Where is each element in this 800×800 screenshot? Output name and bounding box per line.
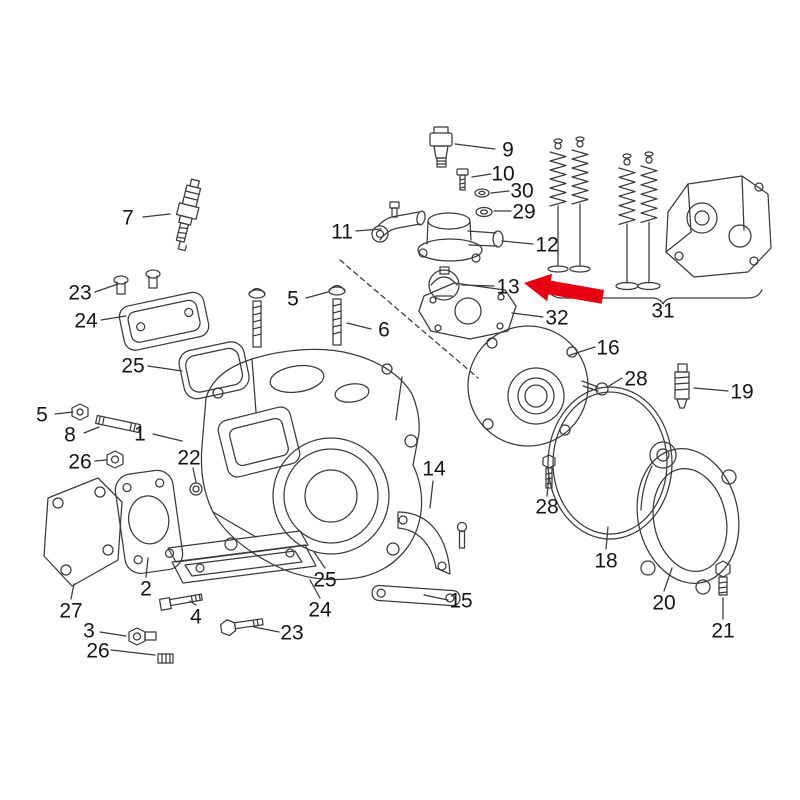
part-label-9: 9 (502, 138, 514, 162)
part-label-26: 26 (86, 639, 110, 663)
part-label-25: 25 (121, 354, 145, 378)
part-label-25: 25 (313, 568, 337, 592)
part-label-4: 4 (190, 605, 202, 629)
part-label-18: 18 (594, 549, 618, 573)
part-label-5: 5 (287, 287, 299, 311)
part-label-21: 21 (711, 619, 735, 643)
part-label-32: 32 (545, 306, 569, 330)
part-label-22: 22 (177, 446, 201, 470)
part-label-27: 27 (59, 599, 83, 623)
part-label-14: 14 (422, 457, 446, 481)
part-label-31: 31 (651, 299, 675, 323)
part-label-8: 8 (64, 423, 76, 447)
part-label-3: 3 (83, 619, 95, 643)
part-label-24: 24 (308, 598, 332, 622)
part-label-11: 11 (331, 220, 353, 244)
part-label-10: 10 (491, 162, 515, 186)
part-label-16: 16 (596, 336, 620, 360)
part-label-23: 23 (68, 281, 92, 305)
part-label-30: 30 (510, 179, 534, 203)
part-label-19: 19 (730, 380, 754, 404)
part-label-15: 15 (449, 589, 473, 613)
part-label-6: 6 (378, 318, 390, 342)
part-label-29: 29 (512, 200, 536, 224)
part-label-2: 2 (140, 577, 152, 601)
part-label-7: 7 (122, 206, 134, 230)
part-label-5: 5 (36, 403, 48, 427)
part-label-12: 12 (535, 233, 559, 257)
part-label-28: 28 (624, 367, 648, 391)
part-label-20: 20 (652, 591, 676, 615)
part-label-24: 24 (74, 309, 98, 333)
part-label-23: 23 (280, 621, 304, 645)
part-label-28: 28 (535, 495, 559, 519)
part-label-1: 1 (134, 422, 146, 446)
part-label-13: 13 (496, 275, 520, 299)
part-label-26: 26 (68, 450, 92, 474)
